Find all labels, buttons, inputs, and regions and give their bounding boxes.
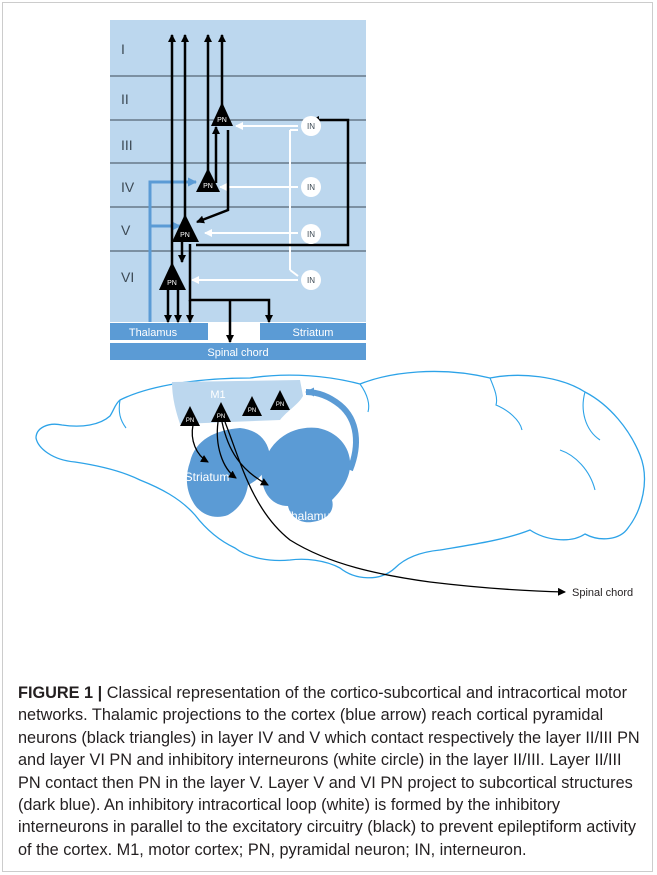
pn2-to-pn5-connection <box>196 130 230 224</box>
layer-label-vi: VI <box>121 269 134 285</box>
svg-text:IN: IN <box>307 230 315 239</box>
pn-to-spinal-projection <box>224 421 566 596</box>
brain-pyramidal-neuron: PN <box>242 396 262 416</box>
brain-pyramidal-neuron: PN <box>270 390 290 410</box>
layer-label-v: V <box>121 222 131 238</box>
interneuron-layer-iv: IN <box>301 177 321 197</box>
interneuron-layer-ii: IN <box>301 116 321 136</box>
spinal-chord-box <box>110 343 366 360</box>
pn-to-thalamus-projection <box>221 421 269 486</box>
pn-to-thalamus-projection <box>216 421 237 479</box>
brain-fissure <box>118 399 127 429</box>
layer-label-ii: II <box>121 91 129 107</box>
svg-text:PN: PN <box>167 280 177 287</box>
cortex-background <box>110 20 366 322</box>
figure-caption: FIGURE 1 | Classical representation of t… <box>18 682 640 861</box>
descending-projections <box>191 421 566 596</box>
thalamocortical-arrow <box>305 387 359 472</box>
brain-outline <box>35 370 646 579</box>
layer-label-iv: IV <box>121 179 135 195</box>
m1-region <box>172 380 303 424</box>
layer-label-i: I <box>121 41 125 57</box>
striatum-box-label: Striatum <box>293 327 334 339</box>
interneuron-layer-vi: IN <box>301 270 321 290</box>
svg-text:PN: PN <box>248 408 256 414</box>
in-loop-branch <box>289 269 299 277</box>
brain-fissure <box>489 377 523 431</box>
brain-pyramidal-neurons: PN PN PN PN <box>180 390 290 426</box>
pyramidal-neuron-layer-vi: PN <box>159 262 186 290</box>
thalamus-box-label: Thalamus <box>129 327 178 339</box>
brain-section: M1 Striatum Thalamus Spinal chord PN <box>35 370 646 599</box>
spinal-chord-box-label: Spinal chord <box>207 347 268 359</box>
pn5-to-in-loop <box>196 116 350 247</box>
thalamus-box <box>110 323 208 340</box>
thalamic-projections <box>148 177 197 322</box>
inhibitory-loop <box>191 122 299 284</box>
brain-pyramidal-neuron: PN <box>211 402 231 422</box>
brain-pyramidal-neuron: PN <box>180 406 200 426</box>
m1-label: M1 <box>210 389 225 401</box>
figure-caption-label: FIGURE 1 | <box>18 684 103 702</box>
figure-diagram: I II III IV V VI <box>35 20 646 599</box>
pn-to-striatum-projection <box>191 424 209 463</box>
brain-fissure <box>559 391 601 491</box>
brain-fissure <box>359 383 370 413</box>
svg-text:PN: PN <box>203 183 213 190</box>
figure-caption-text: Classical representation of the cortico-… <box>18 684 640 859</box>
thalamus-region <box>261 427 351 523</box>
striatum-box <box>260 323 366 340</box>
svg-text:PN: PN <box>217 414 225 420</box>
thalamus-to-cortex-projection <box>148 177 197 322</box>
striatum-label: Striatum <box>185 470 230 484</box>
svg-text:IN: IN <box>307 122 315 131</box>
pyramidal-neurons: PN PN PN PN <box>159 102 233 290</box>
interneurons: IN IN IN IN <box>301 116 321 290</box>
svg-text:PN: PN <box>217 117 227 124</box>
layer-label-iii: III <box>121 137 133 153</box>
spinal-chord-label: Spinal chord <box>572 587 633 599</box>
thalamus-label: Thalamus <box>284 509 337 523</box>
interneuron-layer-v: IN <box>301 224 321 244</box>
svg-text:IN: IN <box>307 183 315 192</box>
svg-text:PN: PN <box>180 232 190 239</box>
cortex-panel: I II III IV V VI <box>110 20 366 360</box>
svg-text:PN: PN <box>186 418 194 424</box>
svg-text:IN: IN <box>307 276 315 285</box>
pyramidal-neuron-layer-v: PN <box>172 214 199 242</box>
svg-text:PN: PN <box>276 402 284 408</box>
pyramidal-neuron-layer-iv: PN <box>196 168 220 192</box>
excitatory-circuitry <box>164 34 350 343</box>
subcortical-structures: Thalamus Striatum Spinal chord <box>110 323 366 360</box>
pyramidal-neuron-layer-ii: PN <box>211 102 233 126</box>
